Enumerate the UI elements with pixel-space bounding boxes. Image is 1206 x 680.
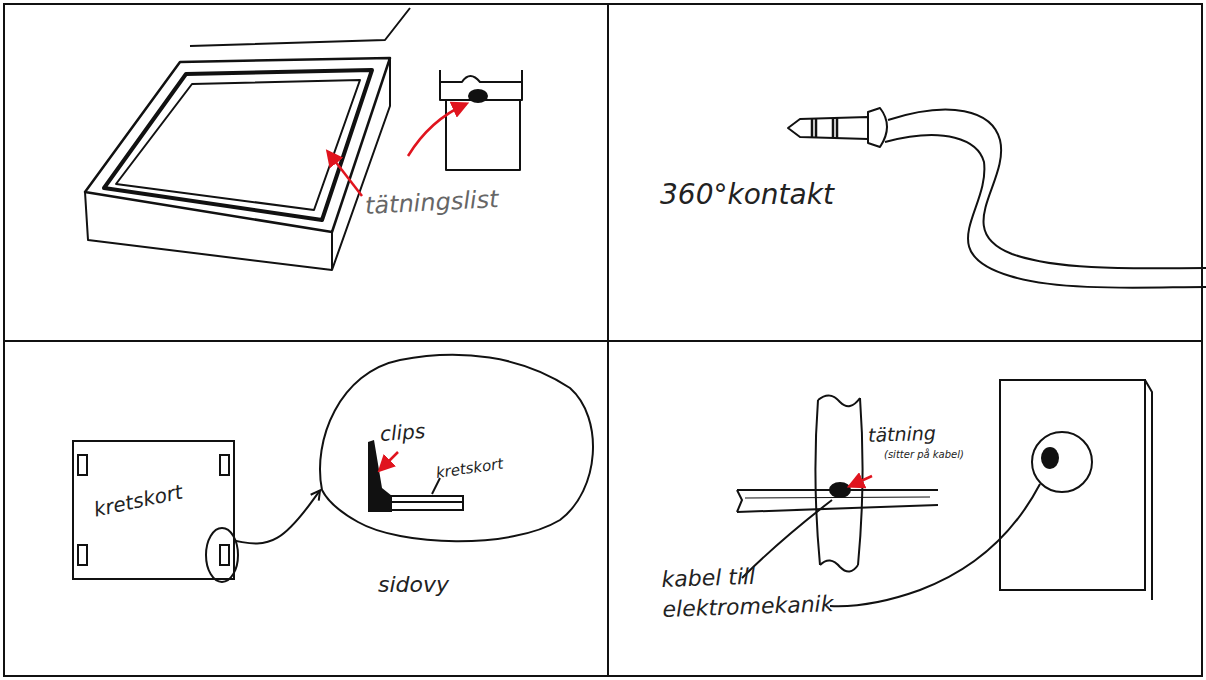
part-label: sidovy bbox=[378, 572, 449, 597]
part-label: 360°kontakt bbox=[660, 178, 834, 211]
gasket-outer bbox=[104, 70, 372, 220]
cable-edge bbox=[737, 505, 938, 512]
leader-line bbox=[830, 484, 1040, 606]
lid-side-faces bbox=[85, 58, 390, 270]
part-label: tätningslist bbox=[364, 185, 499, 220]
detail-connector bbox=[235, 490, 320, 543]
clip-symbol bbox=[220, 545, 229, 565]
red-arrow bbox=[328, 152, 362, 196]
plug-tip bbox=[788, 117, 868, 139]
part-label: kretskort bbox=[92, 479, 185, 521]
part-label: (sitter på kabel) bbox=[884, 449, 964, 460]
board-section bbox=[385, 496, 463, 510]
break-mark bbox=[820, 560, 858, 571]
part-label: tätning bbox=[868, 422, 937, 446]
wall-edge bbox=[815, 400, 820, 565]
red-arrow bbox=[850, 476, 872, 486]
cable-edge bbox=[885, 135, 1206, 288]
outer-border bbox=[4, 4, 1202, 676]
lid-top-face bbox=[85, 58, 390, 232]
cable-end bbox=[737, 490, 742, 512]
channel-groove bbox=[440, 76, 522, 82]
clip-symbol bbox=[78, 455, 87, 475]
bubble-outline bbox=[318, 350, 593, 545]
panel-divider bbox=[4, 340, 1202, 342]
circuit-board-box: kretskort bbox=[72, 440, 235, 580]
plug-rings bbox=[812, 118, 837, 138]
break-mark bbox=[818, 395, 860, 406]
seal-section bbox=[829, 482, 851, 498]
clip-symbol bbox=[78, 545, 87, 565]
cable-hole bbox=[1032, 432, 1092, 492]
bubble-outline-path bbox=[320, 355, 593, 542]
lid-edge bbox=[331, 232, 333, 270]
wall-sketch bbox=[737, 380, 1152, 606]
part-label: kretskort bbox=[435, 455, 505, 482]
gasket-section bbox=[468, 89, 488, 103]
panel-frame bbox=[4, 4, 1202, 676]
clip-symbol bbox=[220, 455, 229, 475]
seal-face bbox=[1041, 447, 1059, 469]
part-label: kabel till elektromekanik bbox=[661, 559, 838, 625]
part-label: clips bbox=[379, 419, 426, 446]
jack-plug bbox=[788, 108, 1206, 288]
red-arrow bbox=[380, 452, 398, 470]
detail-bubble: clipskretskortsidovy bbox=[318, 350, 593, 545]
gasket-inner bbox=[116, 80, 360, 210]
background-stroke bbox=[190, 8, 410, 46]
board-sketch bbox=[78, 455, 463, 582]
wall-thickness bbox=[1145, 380, 1152, 600]
wall-face bbox=[1000, 380, 1145, 590]
board-layer bbox=[385, 501, 463, 503]
clip-section bbox=[368, 440, 392, 512]
red-arrow bbox=[408, 104, 466, 156]
lid-sketch bbox=[85, 8, 522, 270]
cable-edge bbox=[888, 110, 1206, 269]
plug-handle bbox=[868, 108, 887, 147]
lid-section bbox=[446, 100, 520, 170]
